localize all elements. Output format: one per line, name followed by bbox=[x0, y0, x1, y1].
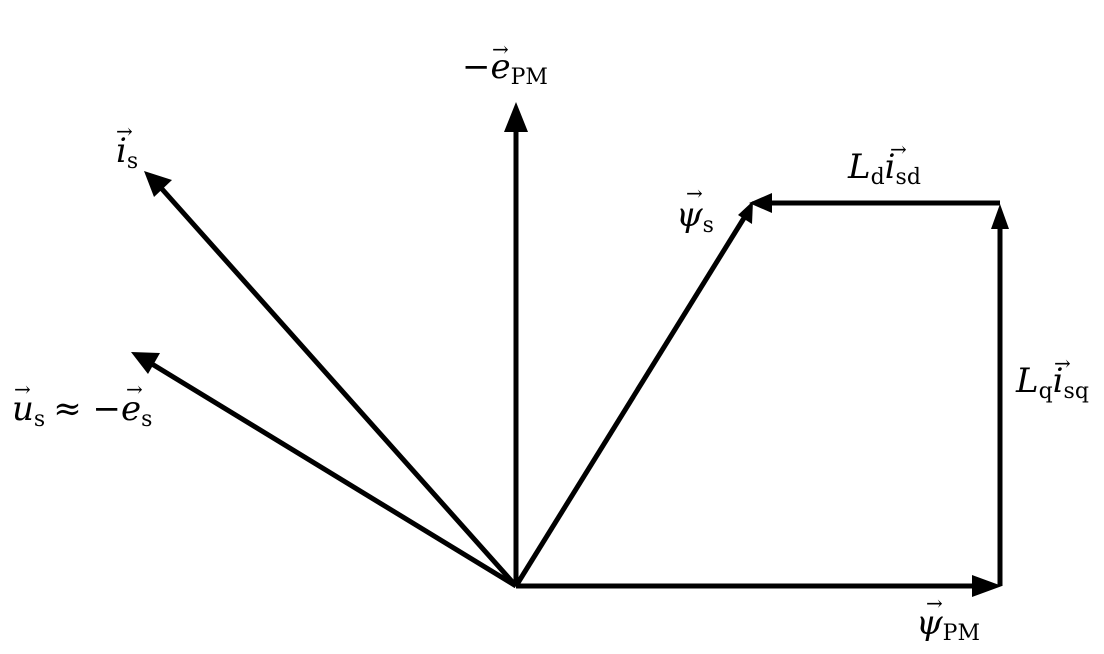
label-neg-e-pm: → −ePM bbox=[462, 37, 548, 90]
symbol: i bbox=[885, 147, 896, 187]
prefix: − bbox=[462, 47, 491, 87]
arrowhead-psi-s bbox=[738, 201, 753, 224]
relation: ≈ − bbox=[53, 389, 121, 429]
symbol: i bbox=[116, 131, 127, 171]
label-lq-isq: → Lqisq bbox=[1015, 351, 1089, 404]
subscript: PM bbox=[511, 65, 548, 90]
svg-text:ψPM: ψPM bbox=[916, 603, 980, 646]
subscript: sd bbox=[896, 165, 921, 190]
label-psi-s: → ψs bbox=[676, 181, 714, 238]
coef: L bbox=[847, 147, 871, 187]
vector-arrow-glyph: → bbox=[1054, 351, 1071, 375]
vector-arrow-glyph: → bbox=[492, 37, 509, 61]
svg-text:us≈ −es: us≈ −es bbox=[12, 389, 152, 432]
label-ld-isd: → Ldisd bbox=[847, 137, 921, 190]
arrowhead-u-s bbox=[131, 352, 160, 374]
vector-psi-s bbox=[513, 216, 747, 588]
subscript: s bbox=[34, 407, 45, 432]
subscript: PM bbox=[943, 621, 980, 646]
vector-arrow-glyph: → bbox=[126, 377, 143, 401]
svg-text:−ePM: −ePM bbox=[462, 47, 548, 90]
symbol: e bbox=[491, 47, 511, 87]
rhs-symbol: e bbox=[121, 389, 141, 429]
vector-arrow-glyph: → bbox=[926, 591, 943, 615]
vector-arrow-glyph: → bbox=[116, 119, 133, 143]
svg-text:is: is bbox=[116, 131, 138, 174]
vector-arrow-glyph: → bbox=[14, 377, 31, 401]
arrowhead-ld-isd bbox=[749, 193, 772, 213]
symbol: ψ bbox=[676, 195, 703, 235]
vectors bbox=[131, 102, 1009, 597]
vector-arrow-glyph: → bbox=[890, 137, 907, 161]
symbol: ψ bbox=[916, 603, 943, 643]
symbol: u bbox=[12, 389, 34, 429]
labels: → is → → us≈ −es → −ePM → ψs bbox=[12, 37, 1089, 646]
coef-subscript: d bbox=[871, 165, 885, 190]
rhs-subscript: s bbox=[141, 407, 152, 432]
label-i-s: → is bbox=[116, 119, 138, 174]
vector-arrow-glyph: → bbox=[686, 181, 703, 205]
vector-u-s bbox=[150, 361, 518, 589]
arrowhead-lq-isq bbox=[991, 204, 1009, 229]
subscript: sq bbox=[1064, 379, 1089, 404]
subscript: s bbox=[127, 149, 138, 174]
label-u-s: → → us≈ −es bbox=[12, 377, 152, 432]
subscript: s bbox=[703, 213, 714, 238]
arrowhead-i-s bbox=[144, 171, 172, 197]
symbol: i bbox=[1053, 361, 1064, 401]
svg-text:Lqisq: Lqisq bbox=[1015, 361, 1089, 404]
label-psi-pm: → ψPM bbox=[916, 591, 980, 646]
arrowhead-neg-e-pm bbox=[504, 102, 528, 132]
vector-i-s bbox=[160, 187, 518, 588]
svg-text:Ldisd: Ldisd bbox=[847, 147, 921, 190]
coef: L bbox=[1015, 361, 1039, 401]
arrowhead-psi-pm bbox=[972, 575, 1002, 597]
svg-text:ψs: ψs bbox=[676, 195, 714, 238]
coef-subscript: q bbox=[1039, 379, 1053, 404]
